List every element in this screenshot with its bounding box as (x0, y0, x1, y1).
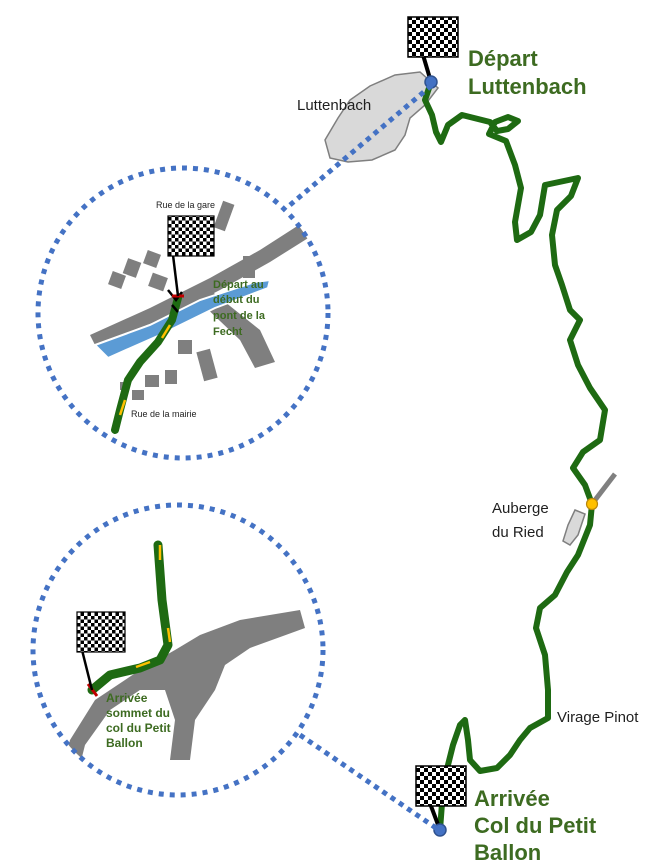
inset-border (35, 165, 331, 461)
inset-connector (288, 83, 434, 207)
inset-note: Arrivée (106, 691, 148, 705)
inset-connector (298, 732, 438, 831)
auberge-area (562, 509, 586, 546)
side-road (590, 472, 617, 506)
checkered-flag-icon (415, 765, 467, 831)
checkered-flag-icon (76, 611, 126, 691)
street-label: Rue de la gare (156, 200, 215, 210)
inset-note: début du (213, 294, 259, 306)
inset-border (30, 502, 326, 798)
finish-title: Arrivée (474, 786, 550, 811)
finish-title-line2: Col du Petit (474, 813, 597, 838)
inset-note: sommet du (106, 706, 170, 720)
inset-note: Fecht (213, 326, 243, 338)
start-inset: Rue de la gare Rue de la mairie Départ a… (35, 165, 331, 461)
route-line (422, 79, 608, 833)
checkered-flag-icon (407, 16, 459, 83)
place-virage: Virage Pinot (557, 709, 639, 726)
inset-note: col du Petit (106, 721, 171, 735)
start-title: Départ (468, 46, 538, 71)
inset-note: Ballon (106, 736, 143, 750)
finish-title-line3: Ballon (474, 840, 541, 865)
place-luttenbach: Luttenbach (297, 97, 371, 114)
finish-inset: Arrivée sommet du col du Petit Ballon (30, 502, 326, 798)
inset-note: Départ au (213, 279, 264, 291)
place-auberge-line2: du Ried (492, 524, 544, 541)
start-title-line2: Luttenbach (468, 74, 587, 99)
poi-marker-icon (585, 497, 599, 511)
inset-note: pont de la (213, 310, 266, 322)
luttenbach-area (324, 71, 440, 163)
finish-marker-icon (433, 823, 447, 837)
street-label: Rue de la mairie (131, 409, 197, 419)
checkered-flag-icon (167, 215, 215, 297)
place-auberge: Auberge (492, 500, 549, 517)
